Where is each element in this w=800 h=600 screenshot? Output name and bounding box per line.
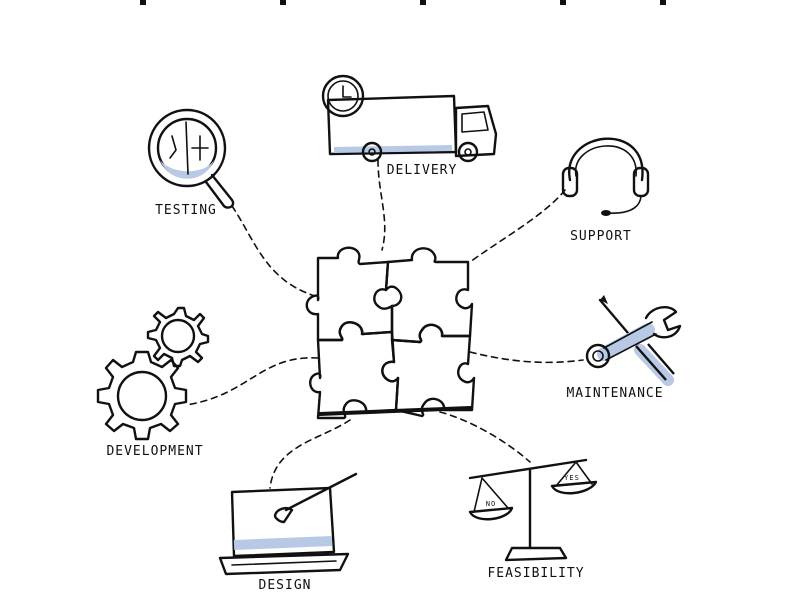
- puzzle-piece-top-right: [384, 247, 474, 344]
- label-support: SUPPORT: [570, 229, 632, 244]
- puzzle-piece-bottom-right: [381, 323, 476, 418]
- headset-icon: [561, 137, 650, 216]
- label-testing: TESTING: [155, 203, 217, 218]
- truck-clock-icon: [321, 74, 498, 163]
- label-development: DEVELOPMENT: [106, 444, 204, 459]
- connector-design: [269, 419, 351, 489]
- connector-feasibility: [439, 411, 531, 463]
- connector-maintenance: [469, 351, 584, 364]
- balance-scale-icon: [468, 458, 598, 562]
- top-banner-fragment: [140, 0, 666, 5]
- gears-icon: [96, 306, 210, 441]
- connector-support: [469, 189, 566, 263]
- magnifier-icon: [147, 108, 235, 209]
- puzzle-piece-bottom-left: [309, 321, 400, 420]
- puzzle-piece-top-left: [305, 246, 394, 342]
- connectors: [185, 159, 584, 489]
- connector-testing: [231, 205, 316, 297]
- puzzle-icon: [305, 246, 476, 420]
- connector-development: [185, 357, 319, 406]
- laptop-brush-icon: [218, 472, 358, 576]
- label-design: DESIGN: [258, 578, 312, 593]
- wrench-screwdriver-icon: [585, 295, 682, 386]
- label-delivery: DELIVERY: [386, 163, 458, 178]
- connector-delivery: [377, 159, 386, 251]
- large-gear: [96, 350, 188, 441]
- label-feasibility: FEASIBILITY: [487, 566, 585, 581]
- label-maintenance: MAINTENANCE: [566, 386, 664, 401]
- small-gear: [146, 306, 210, 368]
- scale-yes-label: YES: [564, 474, 580, 482]
- scale-no-label: NO: [485, 500, 497, 508]
